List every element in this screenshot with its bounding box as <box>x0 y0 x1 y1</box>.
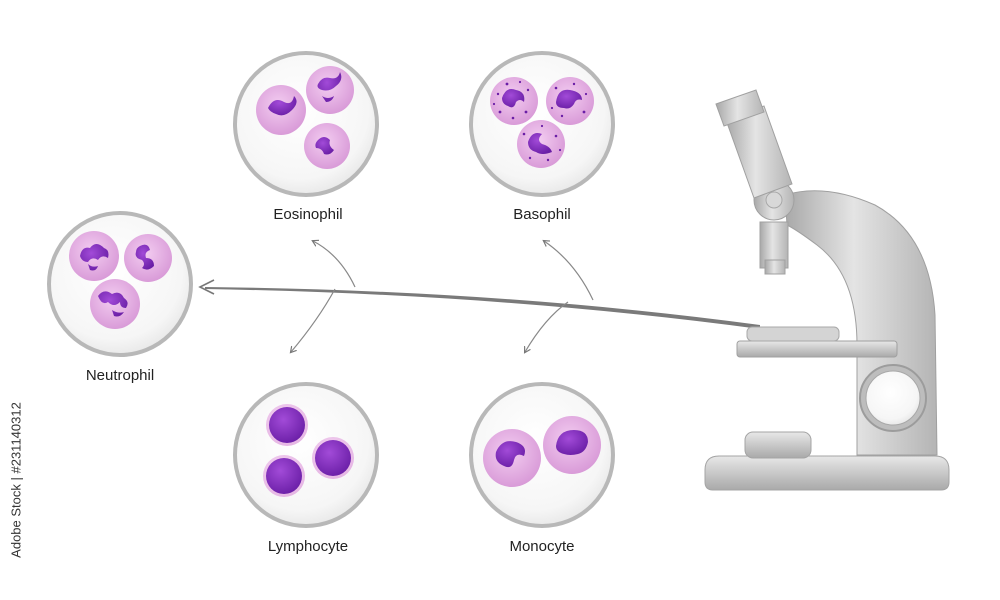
basophil-cell <box>546 77 594 125</box>
arrow-to-basophil <box>544 241 594 301</box>
microscope-slide <box>746 326 840 342</box>
arrow-to-lymphocyte <box>291 288 336 352</box>
microscope-foot-block <box>744 431 812 459</box>
main-connector-arrow <box>198 279 760 329</box>
basophil-cell <box>490 77 538 125</box>
stock-watermark: Adobe Stock | #231140312 <box>0 360 36 600</box>
lymphocyte-view <box>233 382 379 528</box>
neutrophil-cell <box>124 234 172 282</box>
eosinophil-view <box>233 51 379 197</box>
arrow-to-eosinophil <box>313 241 356 288</box>
eosinophil-label: Eosinophil <box>273 206 343 223</box>
lymphocyte-cell <box>266 404 308 446</box>
eosinophil-cell <box>304 123 350 169</box>
monocyte-view <box>469 382 615 528</box>
neutrophil-label: Neutrophil <box>85 367 155 384</box>
basophil-label: Basophil <box>513 206 571 223</box>
microscope-stage <box>736 340 898 358</box>
neutrophil-cell <box>90 279 140 329</box>
neutrophil-cell <box>69 231 119 281</box>
stock-watermark-text: Adobe Stock | #231140312 <box>8 402 24 558</box>
eosinophil-cell <box>306 66 354 114</box>
basophil-view <box>469 51 615 197</box>
neutrophil-view <box>47 211 193 357</box>
arrow-to-monocyte <box>525 301 569 352</box>
microscope-eyepiece <box>715 89 765 127</box>
monocyte-label: Monocyte <box>509 538 575 555</box>
microscope-illustration <box>704 89 950 491</box>
lymphocyte-label: Lymphocyte <box>267 538 349 555</box>
monocyte-cell <box>543 416 601 474</box>
eosinophil-cell <box>256 85 306 135</box>
monocyte-cell <box>483 429 541 487</box>
lymphocyte-cell <box>312 437 354 479</box>
basophil-cell <box>517 120 565 168</box>
microscope-base <box>704 455 950 491</box>
lymphocyte-cell <box>263 455 305 497</box>
